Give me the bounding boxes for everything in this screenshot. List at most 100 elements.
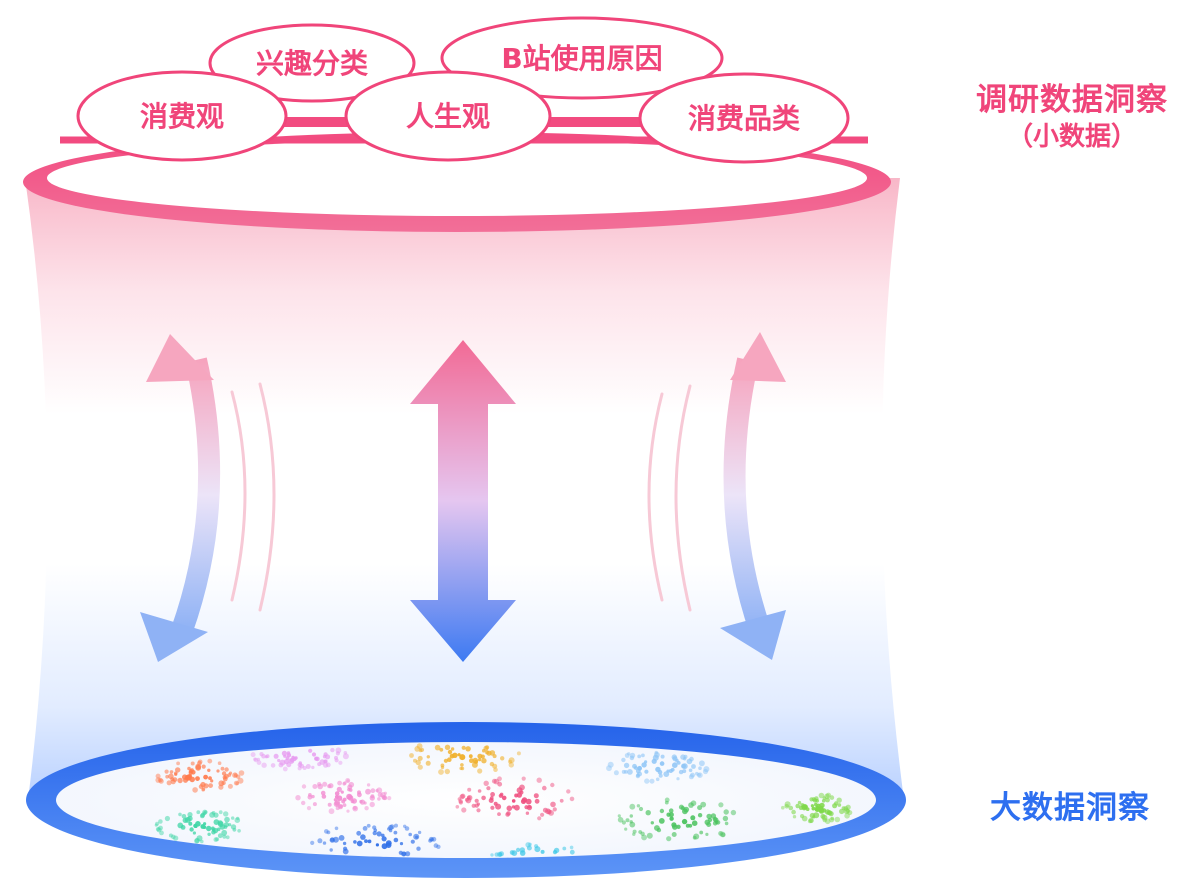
data-point [181,814,187,819]
data-point [469,758,474,764]
data-point [404,826,410,831]
data-point [822,796,827,800]
data-point [629,755,635,761]
data-point [387,796,392,801]
data-point [624,753,630,758]
data-point [200,812,206,818]
data-point [668,808,674,813]
data-point [218,810,223,815]
data-point [649,778,655,784]
data-point [203,774,209,780]
data-point [671,754,677,760]
data-point [676,761,681,765]
data-point [381,836,387,842]
data-point [812,798,818,803]
data-point [164,815,170,822]
data-point [348,788,353,792]
survey-insight-subtitle: （小数据） [1006,122,1137,152]
data-point [460,766,465,771]
data-point [483,745,489,751]
data-point [228,771,233,775]
data-point [697,813,703,818]
data-point [516,751,521,756]
data-point [516,847,521,853]
data-point [261,753,266,759]
data-point [471,803,476,808]
data-point [237,829,241,833]
data-point [324,829,329,834]
data-point [265,754,270,759]
data-point [209,812,216,818]
big-data-insight-title: 大数据洞察 [990,790,1150,826]
data-point [492,763,498,769]
data-point [217,833,223,839]
data-point [433,843,439,848]
data-point [613,770,619,776]
data-point [203,822,207,826]
data-point [389,824,395,830]
tag-bubble-bilibili-reason: B站使用原因 [440,16,724,100]
data-point [629,803,636,810]
data-point [461,745,466,750]
data-point [170,779,176,785]
data-point [497,781,503,787]
data-point [490,853,494,857]
data-point [165,774,169,779]
data-point [155,827,161,832]
data-point [194,838,200,844]
data-point [338,835,345,841]
data-point [220,766,225,771]
data-point [695,771,699,776]
data-point [819,802,825,809]
data-point [537,816,542,821]
data-point [183,777,188,783]
data-point [322,841,327,845]
data-point [562,846,567,851]
data-point [459,754,466,761]
data-point [818,792,825,799]
data-point [690,800,697,806]
data-point [516,792,523,798]
data-point [364,839,368,843]
data-point [223,825,228,829]
data-point [320,790,326,796]
data-point [213,819,220,825]
data-point [322,781,328,787]
data-point [342,841,347,846]
data-point [845,804,851,810]
data-point [223,776,228,782]
data-point [623,762,630,769]
data-point [506,805,513,812]
data-point [426,755,430,759]
data-point [171,834,176,840]
data-point [159,830,164,836]
data-point [353,840,357,844]
data-point [481,758,487,764]
data-point [634,766,638,770]
data-point [477,768,483,774]
ripple-lines-right [647,384,692,612]
data-point [236,816,240,821]
data-point [678,769,684,775]
data-point [644,760,648,764]
data-point [203,810,208,814]
data-point [476,802,480,806]
data-point [289,758,295,763]
data-point [383,791,387,795]
data-point [218,784,224,790]
data-point [534,798,540,804]
data-point [501,795,507,801]
data-point [335,806,340,811]
data-point [279,759,286,766]
data-point [366,783,371,787]
data-point [415,759,421,766]
data-point [676,777,680,781]
data-point [215,837,220,842]
data-point [194,837,200,844]
data-point [217,761,222,765]
data-point [697,805,703,811]
data-point [809,797,814,802]
data-point [481,795,486,801]
data-point [617,814,621,818]
